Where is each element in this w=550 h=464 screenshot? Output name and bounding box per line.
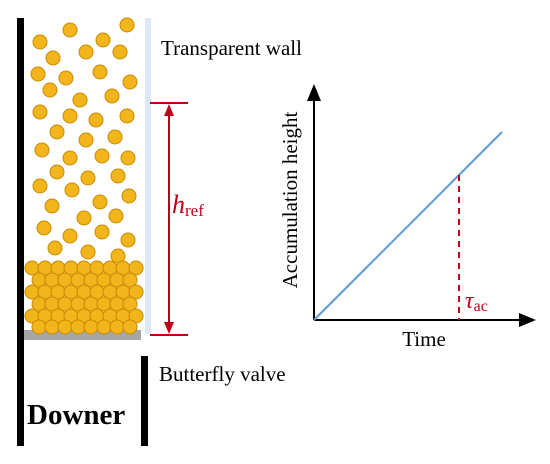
x-axis-arrowhead: [519, 313, 536, 327]
y-axis-arrowhead: [307, 84, 321, 101]
particle: [47, 240, 63, 256]
particle: [58, 70, 74, 86]
left-wall: [17, 18, 24, 446]
particle: [88, 112, 104, 128]
particle: [44, 198, 60, 214]
particle: [62, 108, 78, 124]
particle: [112, 44, 128, 60]
particle: [49, 124, 65, 140]
tau-ac-label: τac: [465, 288, 488, 315]
particle: [80, 170, 96, 186]
particle: [110, 168, 126, 184]
h-subscript: ref: [185, 201, 204, 220]
particle: [30, 66, 46, 82]
particle: [72, 92, 88, 108]
particle: [92, 194, 108, 210]
particle: [92, 64, 108, 80]
transparent-wall-label: Transparent wall: [161, 36, 302, 60]
accumulation-chart: Accumulation height Time τac: [278, 84, 536, 351]
packed-particle: [122, 319, 138, 335]
packed-particle: [128, 284, 144, 300]
particle: [42, 82, 58, 98]
downer-label: Downer: [27, 399, 125, 431]
h-symbol: h: [172, 190, 185, 219]
transparent-wall: [145, 18, 151, 334]
tau-symbol: τ: [465, 288, 475, 314]
right-wall-lower: [141, 356, 148, 446]
particle: [119, 108, 135, 124]
particle: [104, 88, 120, 104]
packed-particle: [70, 319, 86, 335]
particle: [78, 132, 94, 148]
particle: [120, 150, 136, 166]
particle: [95, 32, 111, 48]
accumulation-line: [313, 131, 503, 321]
particle: [108, 208, 124, 224]
particle: [119, 17, 135, 33]
particle: [78, 44, 94, 60]
packed-particle: [96, 319, 112, 335]
particle: [107, 129, 123, 145]
downer-column: [17, 17, 151, 446]
particle: [122, 74, 138, 90]
packed-particle: [109, 319, 125, 335]
butterfly-valve-label: Butterfly valve: [159, 362, 286, 386]
particle: [120, 232, 136, 248]
reference-height-marker: href: [150, 102, 220, 336]
particle: [45, 50, 61, 66]
h-ref-label: href: [172, 190, 204, 220]
ref-arrowhead-up: [164, 104, 174, 116]
particle: [62, 22, 78, 38]
tau-subscript: ac: [474, 298, 488, 315]
particle: [32, 34, 48, 50]
particle: [32, 104, 48, 120]
x-axis-label: Time: [402, 327, 446, 351]
ref-arrowhead-down: [164, 322, 174, 334]
particle: [64, 182, 80, 198]
packed-particle: [128, 260, 144, 276]
particle: [121, 188, 137, 204]
packed-particle: [122, 272, 138, 288]
packed-particle: [31, 319, 47, 335]
particle: [80, 244, 96, 260]
particle: [32, 178, 48, 194]
particle: [49, 164, 65, 180]
y-axis-label: Accumulation height: [278, 111, 302, 288]
particle: [36, 220, 52, 236]
particle: [76, 210, 92, 226]
particle: [34, 142, 50, 158]
particle: [62, 150, 78, 166]
particle: [94, 148, 110, 164]
packed-particle: [44, 319, 60, 335]
particles: [24, 17, 144, 335]
particle: [62, 228, 78, 244]
packed-particle: [57, 319, 73, 335]
butterfly-valve: [24, 330, 141, 340]
packed-particle: [83, 319, 99, 335]
particle: [94, 224, 110, 240]
packed-particle: [122, 296, 138, 312]
ref-label-bg: [170, 186, 220, 222]
